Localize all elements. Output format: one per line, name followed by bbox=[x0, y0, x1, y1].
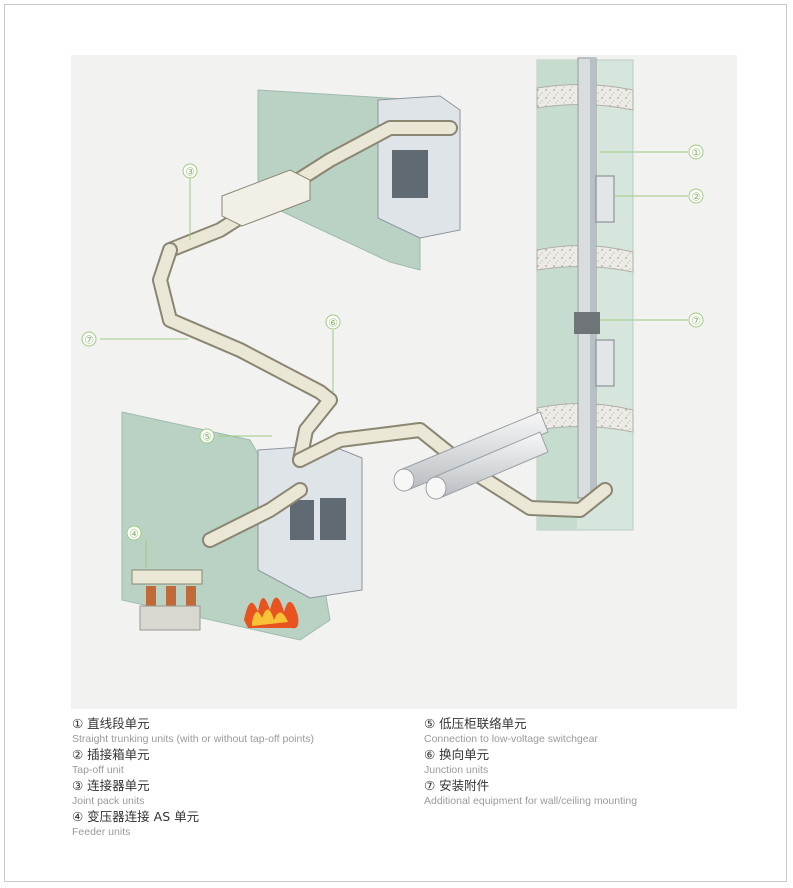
joint-clamp bbox=[574, 312, 600, 334]
callout-5: ⑤ bbox=[202, 431, 212, 444]
legend-item-6: ⑥ 换向单元 Junction units bbox=[424, 747, 637, 777]
legend-item-2-title: ② 插接箱单元 bbox=[72, 747, 150, 762]
legend-item-5-desc: Connection to low-voltage switchgear bbox=[424, 733, 598, 745]
tap-off-box-lower bbox=[595, 339, 615, 387]
legend-item-6-title: ⑥ 换向单元 bbox=[424, 747, 490, 762]
callout-7-left: ⑦ bbox=[84, 334, 94, 347]
legend-left: ① 直线段单元 Straight trunking units (with or… bbox=[72, 716, 314, 840]
tap-off-box-upper bbox=[595, 175, 615, 223]
callout-7-right: ⑦ bbox=[691, 315, 701, 328]
callout-6: ⑥ bbox=[328, 317, 338, 330]
legend-item-2-desc: Tap-off unit bbox=[72, 764, 124, 776]
callout-leaders bbox=[100, 151, 688, 568]
legend-item-1: ① 直线段单元 Straight trunking units (with or… bbox=[72, 716, 314, 746]
legend-item-4: ④ 变压器连接 AS 单元 Feeder units bbox=[72, 809, 314, 839]
legend-item-7: ⑦ 安装附件 Additional equipment for wall/cei… bbox=[424, 778, 637, 808]
legend-item-7-desc: Additional equipment for wall/ceiling mo… bbox=[424, 795, 638, 807]
legend-item-6-desc: Junction units bbox=[424, 764, 489, 776]
callout-3: ③ bbox=[185, 166, 195, 179]
legend-item-7-title: ⑦ 安装附件 bbox=[424, 778, 490, 793]
legend-item-3-title: ③ 连接器单元 bbox=[72, 778, 150, 793]
legend-item-5-title: ⑤ 低压柜联络单元 bbox=[424, 716, 527, 731]
legend-item-4-desc: Feeder units bbox=[72, 826, 131, 838]
callout-2: ② bbox=[691, 191, 701, 204]
legend-item-5: ⑤ 低压柜联络单元 Connection to low-voltage swit… bbox=[424, 716, 637, 746]
shaft-wall-face bbox=[537, 60, 577, 530]
callout-1: ① bbox=[691, 147, 701, 160]
callout-4: ④ bbox=[129, 528, 139, 541]
legend-item-4-title: ④ 变压器连接 AS 单元 bbox=[72, 809, 200, 824]
legend-item-1-title: ① 直线段单元 bbox=[72, 716, 150, 731]
legend-item-2: ② 插接箱单元 Tap-off unit bbox=[72, 747, 314, 777]
legend-item-1-desc: Straight trunking units (with or without… bbox=[72, 733, 315, 745]
legend-item-3-desc: Joint pack units bbox=[72, 795, 145, 807]
legend-right: ⑤ 低压柜联络单元 Connection to low-voltage swit… bbox=[424, 716, 637, 809]
pipes bbox=[393, 411, 549, 500]
legend-item-3: ③ 连接器单元 Joint pack units bbox=[72, 778, 314, 808]
fire-flames bbox=[244, 597, 299, 629]
feeder-box-upper bbox=[221, 169, 311, 227]
callout-circles bbox=[81, 144, 704, 541]
transformer-feeder bbox=[131, 569, 203, 631]
